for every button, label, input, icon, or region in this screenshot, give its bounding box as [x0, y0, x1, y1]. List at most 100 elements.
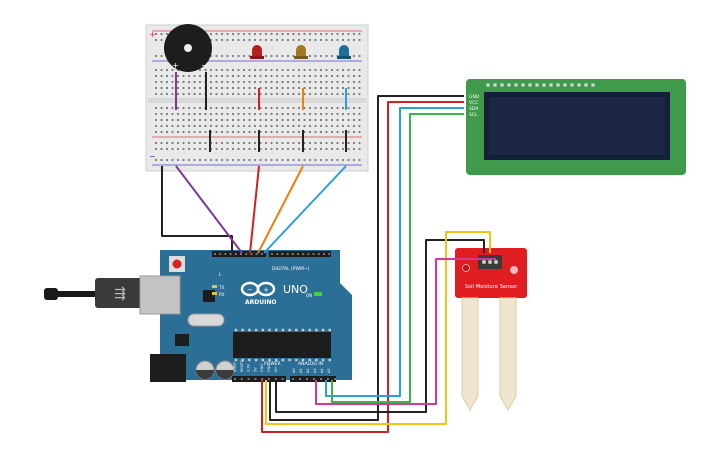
breadboard-hole [221, 107, 223, 109]
breadboard-hole [259, 142, 262, 144]
lcd-screen [489, 97, 665, 155]
breadboard-hole [270, 93, 273, 95]
breadboard-hole [254, 93, 256, 95]
breadboard-hole [259, 113, 262, 115]
breadboard-hole [276, 33, 278, 35]
breadboard-hole [298, 69, 300, 71]
breadboard-hole [320, 113, 322, 115]
breadboard-hole [265, 113, 267, 115]
breadboard-hole [226, 148, 229, 150]
breadboard-hole [353, 55, 355, 57]
mcu-pin [268, 328, 271, 332]
buzzer[interactable]: + − [164, 24, 212, 72]
breadboard-hole [325, 75, 328, 77]
wire-cyan-led [263, 165, 347, 254]
breadboard-hole [243, 55, 245, 57]
breadboard-hole [314, 33, 317, 35]
breadboard-hole [292, 39, 295, 41]
analog-pin-label: A5 [327, 368, 331, 373]
power-header[interactable] [232, 376, 286, 382]
breadboard-hole [232, 75, 234, 77]
lcd-display[interactable]: GND VCC SDA SCL [466, 79, 686, 175]
header-hole [299, 378, 301, 380]
breadboard-hole [171, 131, 174, 133]
power-pin-label: 5V [253, 367, 257, 372]
breadboard-hole [298, 148, 300, 150]
breadboard-hole [353, 87, 355, 89]
led-blue[interactable] [337, 45, 351, 59]
breadboard-hole [188, 131, 190, 133]
breadboard-hole [347, 93, 350, 95]
breadboard-hole [215, 87, 218, 89]
breadboard-hole [248, 125, 251, 127]
breadboard-hole [188, 142, 190, 144]
breadboard-hole [243, 75, 245, 77]
breadboard-hole [232, 69, 234, 71]
breadboard-hole [309, 119, 311, 121]
breadboard-hole [155, 69, 157, 71]
arduino-uno[interactable]: ⇶ − + ARDUINO UNO DIGITAL (PWM~) [44, 250, 352, 382]
breadboard-hole [287, 87, 289, 89]
breadboard-hole [309, 148, 311, 150]
breadboard-hole [270, 87, 273, 89]
mcu-pin [328, 358, 331, 362]
breadboard-hole [303, 131, 306, 133]
breadboard-hole [226, 125, 229, 127]
l-label: L [219, 272, 222, 277]
breadboard-hole [193, 148, 196, 150]
lcd-pin-hole [549, 83, 553, 87]
wire-red-led [249, 165, 260, 254]
breadboard-hole [182, 81, 185, 83]
breadboard-hole [309, 33, 311, 35]
digital-header-2[interactable] [269, 251, 331, 257]
header-hole [320, 378, 322, 380]
breadboard-hole [331, 148, 333, 150]
breadboard-hole [309, 75, 311, 77]
breadboard-hole [298, 39, 300, 41]
breadboard-hole [325, 93, 328, 95]
breadboard-hole [287, 107, 289, 109]
breadboard-hole [215, 159, 218, 161]
digital-header-1[interactable] [212, 251, 266, 257]
breadboard-hole [171, 69, 174, 71]
breadboard-hole [358, 142, 361, 144]
arduino-brand: ARDUINO [245, 299, 276, 306]
analog-header-label: ANALOG IN [298, 361, 323, 367]
lcd-pin-vcc: VCC [469, 100, 478, 106]
breadboard-hole [221, 81, 223, 83]
breadboard-hole [342, 159, 344, 161]
header-hole [313, 378, 315, 380]
led-red[interactable] [250, 45, 264, 59]
breadboard-hole [314, 113, 317, 115]
breadboard-hole [331, 55, 333, 57]
breadboard-hole [287, 69, 289, 71]
breadboard-hole [232, 55, 234, 57]
breadboard-hole [193, 75, 196, 77]
breadboard-hole [248, 39, 251, 41]
breadboard-hole [171, 75, 174, 77]
header-hole [240, 253, 242, 255]
breadboard-hole [254, 33, 256, 35]
reset-button-cap[interactable] [172, 259, 182, 269]
breadboard-hole [325, 39, 328, 41]
header-hole [234, 378, 236, 380]
small-chip-2 [175, 334, 189, 346]
header-hole [250, 253, 253, 255]
breadboard-hole [287, 55, 289, 57]
breadboard-hole [270, 113, 273, 115]
mcu-pin [315, 328, 318, 332]
breadboard-hole [320, 55, 322, 57]
breadboard-hole [336, 119, 339, 121]
breadboard-hole [287, 93, 289, 95]
arduino-logo-icon: − + [240, 281, 276, 297]
header-hole [291, 253, 294, 255]
breadboard-hole [171, 87, 174, 89]
breadboard-hole [336, 107, 339, 109]
breadboard-hole [314, 39, 317, 41]
breadboard-hole [182, 75, 185, 77]
soil-moisture-sensor[interactable]: Soil Moisture Sensor [455, 248, 527, 412]
led-yellow[interactable] [294, 45, 308, 59]
breadboard-hole [232, 142, 234, 144]
breadboard-hole [226, 75, 229, 77]
